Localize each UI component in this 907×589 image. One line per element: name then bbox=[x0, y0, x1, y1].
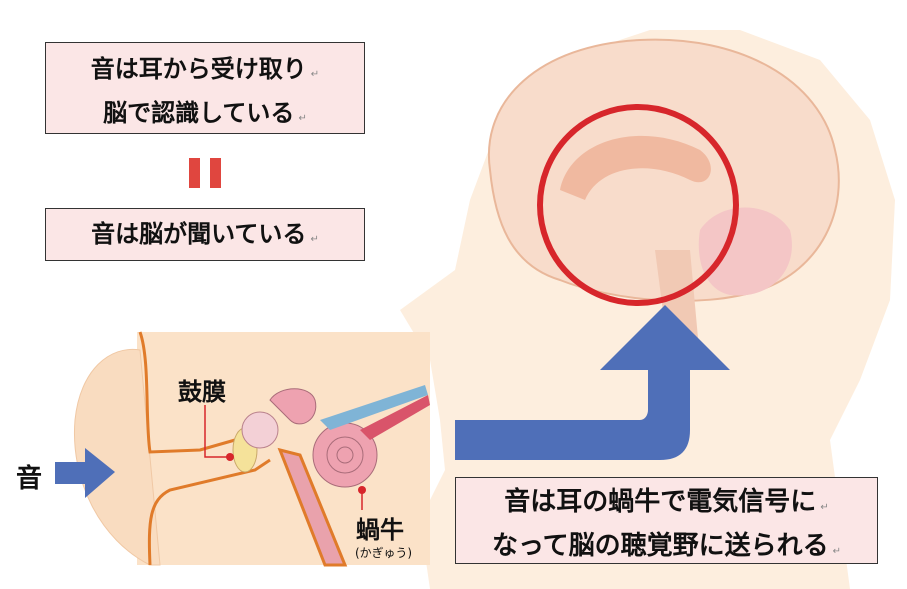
ossicles bbox=[241, 411, 279, 449]
semicircular-canals bbox=[269, 388, 317, 425]
auditory-vessel bbox=[360, 395, 430, 440]
cochlea-label: 蝸牛 bbox=[356, 516, 404, 544]
ear-canal bbox=[138, 331, 271, 566]
statement-line: 音は耳から受け取り bbox=[90, 55, 307, 83]
statement-line: 音は脳が聞いている bbox=[91, 220, 307, 248]
equals-bar bbox=[189, 158, 200, 188]
ear-panel bbox=[137, 332, 430, 565]
eustachian-tube bbox=[277, 447, 348, 567]
statement-line: 音は耳の蝸牛で電気信号に bbox=[504, 487, 817, 517]
auditory-nerve bbox=[320, 385, 428, 430]
return-mark: ↵ bbox=[820, 502, 829, 513]
sound-label: 音 bbox=[16, 464, 43, 494]
eardrum-leader bbox=[204, 405, 230, 458]
statement-cochlea-signal: 音は耳の蝸牛で電気信号に↵ なって脳の聴覚野に送られる↵ bbox=[455, 477, 878, 564]
cerebellum bbox=[698, 207, 792, 296]
corpus-callosum bbox=[560, 135, 711, 200]
signal-arrow bbox=[455, 305, 730, 460]
equals-symbol bbox=[189, 158, 221, 188]
equals-bar bbox=[210, 158, 221, 188]
cochlea-dot bbox=[358, 486, 366, 494]
eardrum-label: 鼓膜 bbox=[178, 378, 226, 406]
statement-line: 脳で認識している bbox=[103, 99, 295, 127]
statement-ear-to-brain: 音は耳から受け取り↵ 脳で認識している↵ bbox=[45, 42, 365, 134]
ear-outer bbox=[73, 348, 161, 566]
return-mark: ↵ bbox=[310, 69, 320, 80]
cochlea-reading-label: (かぎゅう) bbox=[355, 546, 413, 560]
sound-arrow bbox=[55, 448, 115, 498]
statement-line: なって脳の聴覚野に送られる bbox=[491, 531, 829, 561]
cochlea-spiral-inner bbox=[326, 436, 364, 474]
return-mark: ↵ bbox=[298, 113, 307, 124]
return-mark: ↵ bbox=[310, 234, 319, 245]
brain-focus-circle bbox=[537, 104, 739, 306]
cochlea-spiral-core bbox=[336, 446, 354, 464]
statement-brain-hears: 音は脳が聞いている↵ bbox=[45, 208, 365, 261]
return-mark: ↵ bbox=[832, 546, 842, 557]
eardrum-dot bbox=[226, 453, 234, 461]
